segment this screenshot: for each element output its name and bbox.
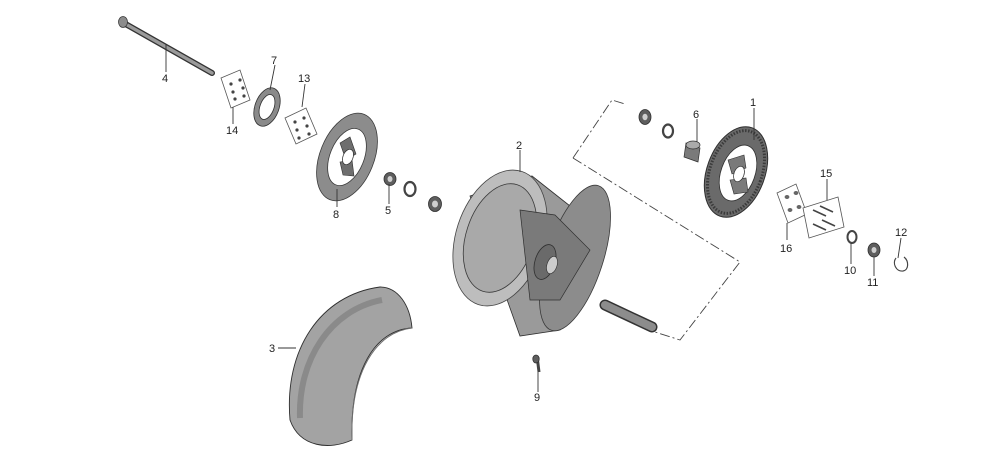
- nut-part-11: [867, 242, 881, 258]
- bearing-part-upper: [638, 109, 652, 125]
- callout-13: 13: [298, 73, 310, 85]
- callout-7: 7: [271, 55, 277, 67]
- bolt-kit-13: [284, 107, 318, 145]
- spacer-ring: [403, 180, 417, 198]
- snap-ring-part-12: [893, 256, 909, 272]
- sensor-ring-part: [253, 87, 281, 127]
- assembly-outline: [572, 99, 741, 341]
- callout-9: 9: [534, 392, 540, 404]
- callout-11: 11: [867, 277, 878, 289]
- brake-disc-part: [316, 112, 378, 202]
- axle-sleeve: [599, 299, 658, 333]
- callout-12: 12: [895, 227, 907, 239]
- wheel-rim-part: [452, 169, 611, 337]
- callout-8: 8: [333, 209, 339, 221]
- leader-lines: [165, 44, 902, 392]
- callout-10: 10: [844, 265, 856, 277]
- bolt-kit-14: [220, 69, 251, 109]
- callout-1: 1: [750, 97, 756, 109]
- sprocket-part: [703, 126, 769, 218]
- callout-5: 5: [385, 205, 391, 217]
- callout-14: 14: [226, 125, 238, 137]
- stud-kit-15: [802, 196, 845, 239]
- bearing-part-5: [383, 172, 397, 186]
- callout-4: 4: [162, 73, 168, 85]
- spacer-ring-upper: [661, 123, 675, 139]
- tire-part: [288, 286, 413, 446]
- axle-part: [118, 16, 215, 76]
- bearing-part: [428, 196, 442, 212]
- nut-kit-16: [776, 183, 808, 224]
- spacer-part-6: [683, 140, 701, 163]
- callout-6: 6: [693, 109, 699, 121]
- callout-2: 2: [516, 140, 522, 152]
- callout-16: 16: [780, 243, 792, 255]
- valve-part: [532, 354, 541, 373]
- callout-15: 15: [820, 168, 832, 180]
- washer-part-10: [846, 230, 858, 244]
- callout-labels: 1 2 3 4 5 6 7 8 9 10 11 12 13 14 15 16: [162, 55, 907, 404]
- callout-3: 3: [269, 343, 275, 355]
